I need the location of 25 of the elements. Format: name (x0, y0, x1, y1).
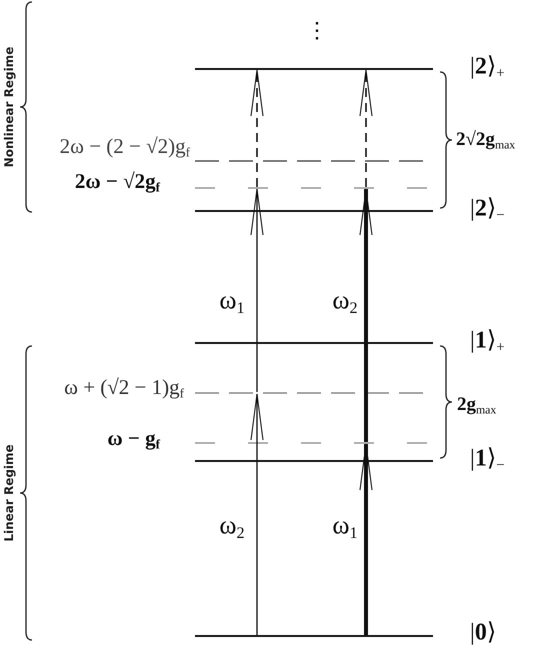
regime-label: Linear Regime (3, 444, 16, 542)
state-label: |2⟩$_{+}$ (470, 54, 505, 80)
energy-level-line (195, 460, 433, 462)
energy-level-line (195, 68, 433, 70)
transition-arrow (250, 394, 264, 635)
splitting-label: 2√2g$_{max}$ (456, 130, 516, 150)
thick-transition-arrow (360, 444, 372, 635)
state-label: |1⟩$_{−}$ (470, 446, 505, 472)
vertical-ellipsis: ⋮ (306, 18, 328, 42)
energy-label: 2ω − (2 − √2)g$_{f}$ (60, 134, 190, 158)
dashed-transition-arrow (250, 70, 264, 187)
energy-level-line (195, 210, 433, 212)
state-label: |0⟩ (470, 620, 496, 646)
thick-transition-arrow (360, 188, 372, 442)
energy-level-line (195, 635, 433, 637)
transition-arrow (250, 188, 264, 392)
state-label: |2⟩$_{−}$ (470, 196, 505, 222)
dashed-transition-arrow (360, 70, 372, 187)
energy-label: 2ω − √2g$_{f}$ (74, 170, 160, 192)
splitting-label: 2g$_{max}$ (457, 395, 496, 415)
regime-label: Nonlinear Regime (3, 46, 16, 168)
energy-label: ω + (√2 − 1)g$_{f}$ (64, 376, 184, 398)
energy-label: ω − g$_{f}$ (107, 426, 160, 450)
energy-level-line (195, 342, 433, 344)
state-label: |1⟩$_{+}$ (470, 328, 505, 354)
